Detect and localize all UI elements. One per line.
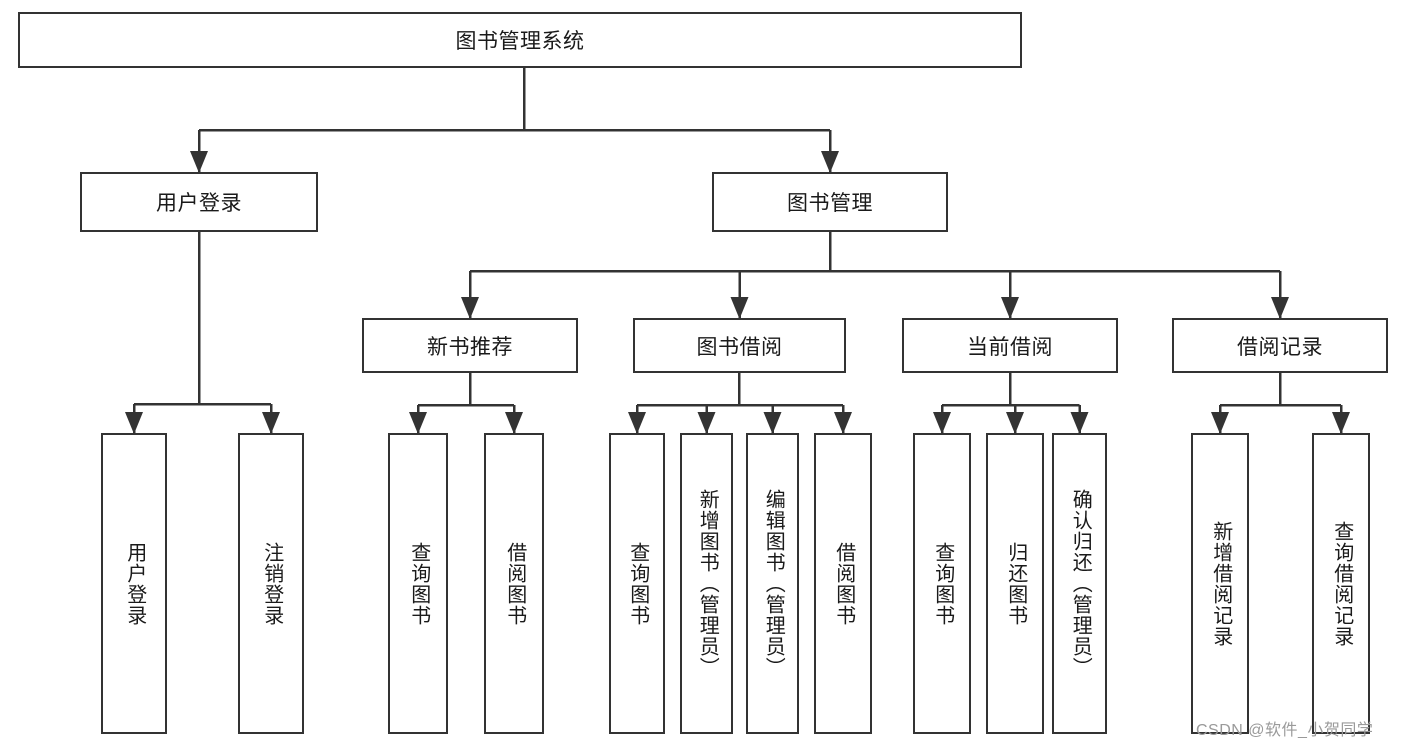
node-label: 图书借阅 — [696, 335, 783, 359]
node-label: 图书管理系统 — [455, 30, 585, 53]
node-new-book-recommend[interactable]: 新书推荐 — [362, 318, 578, 373]
node-label: 查询图书 — [407, 541, 430, 626]
node-leaf-borrow-book-2[interactable]: 借阅图书 — [814, 433, 872, 734]
node-label: 归还图书 — [1004, 541, 1027, 626]
node-leaf-query-borrow-record[interactable]: 查询借阅记录 — [1312, 433, 1370, 734]
node-label: 借阅图书 — [503, 541, 526, 626]
node-leaf-user-logout[interactable]: 注销登录 — [238, 433, 304, 734]
node-label: 当前借阅 — [967, 335, 1053, 359]
node-borrow-record[interactable]: 借阅记录 — [1172, 318, 1388, 373]
node-label: 查询借阅记录 — [1330, 520, 1353, 647]
node-user-login[interactable]: 用户登录 — [80, 172, 318, 232]
node-label: 编辑图书（管理员） — [762, 489, 785, 678]
node-current-borrow[interactable]: 当前借阅 — [902, 318, 1118, 373]
node-label: 新增图书（管理员） — [696, 489, 719, 678]
node-leaf-confirm-return-admin[interactable]: 确认归还（管理员） — [1052, 433, 1107, 734]
node-root[interactable]: 图书管理系统 — [18, 12, 1022, 68]
node-leaf-add-borrow-record[interactable]: 新增借阅记录 — [1191, 433, 1249, 734]
node-label: 查询图书 — [626, 541, 649, 626]
node-label: 新书推荐 — [427, 335, 513, 359]
node-leaf-query-book-2[interactable]: 查询图书 — [609, 433, 665, 734]
node-label: 借阅记录 — [1237, 335, 1323, 359]
node-leaf-add-book-admin[interactable]: 新增图书（管理员） — [680, 433, 733, 734]
node-label: 注销登录 — [260, 541, 283, 626]
node-leaf-query-book-1[interactable]: 查询图书 — [388, 433, 448, 734]
node-leaf-borrow-book-1[interactable]: 借阅图书 — [484, 433, 544, 734]
node-label: 用户登录 — [123, 541, 146, 626]
node-label: 查询图书 — [931, 541, 954, 626]
node-leaf-return-book[interactable]: 归还图书 — [986, 433, 1044, 734]
node-label: 确认归还（管理员） — [1069, 489, 1092, 678]
node-label: 图书管理 — [787, 192, 873, 215]
node-leaf-edit-book-admin[interactable]: 编辑图书（管理员） — [746, 433, 799, 734]
node-leaf-user-login[interactable]: 用户登录 — [101, 433, 167, 734]
node-label: 借阅图书 — [832, 541, 855, 626]
node-leaf-query-book-3[interactable]: 查询图书 — [913, 433, 971, 734]
node-label: 用户登录 — [156, 192, 242, 215]
watermark-text: CSDN @软件_小贺同学 — [1196, 722, 1374, 739]
node-book-manage[interactable]: 图书管理 — [712, 172, 948, 232]
node-book-borrow[interactable]: 图书借阅 — [633, 318, 846, 373]
node-label: 新增借阅记录 — [1209, 520, 1232, 647]
